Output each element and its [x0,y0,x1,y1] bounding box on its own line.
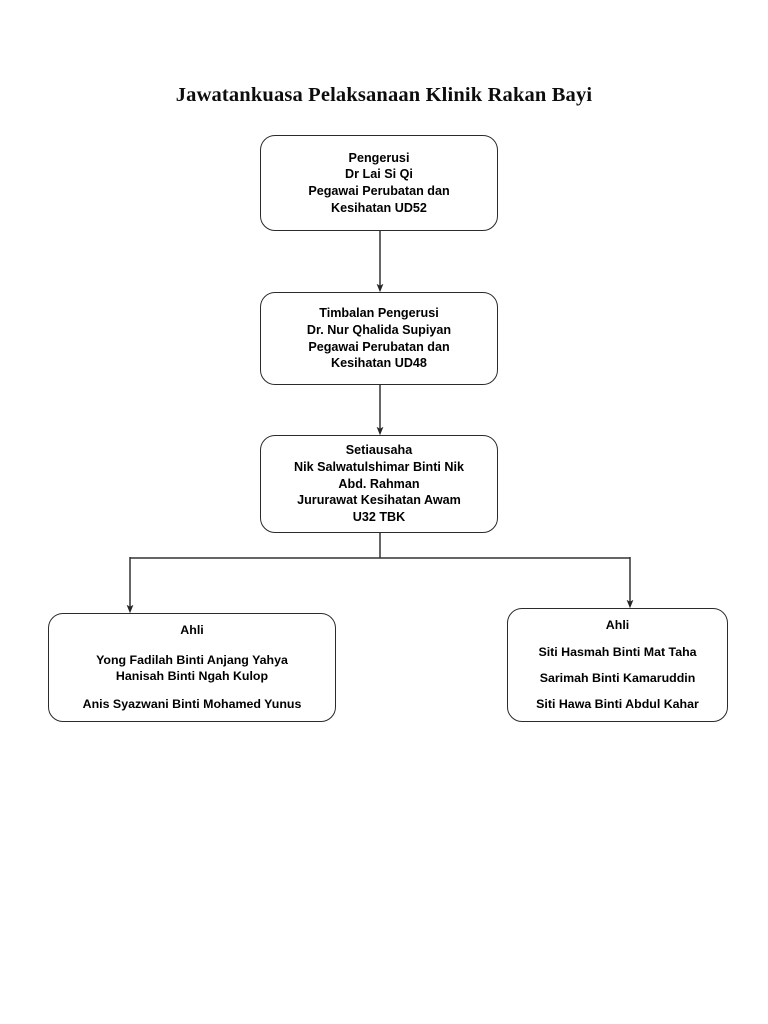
node-secretary-line-5: U32 TBK [352,509,406,524]
node-members-right: Ahli Siti Hasmah Binti Mat Taha Sarimah … [507,608,728,722]
node-secretary: Setiausaha Nik Salwatulshimar Binti Nik … [260,435,498,533]
node-members-left-member-1: Yong Fadilah Binti Anjang Yahya [96,652,288,667]
node-members-left-member-3: Anis Syazwani Binti Mohamed Yunus [82,697,302,712]
node-vice-chairman: Timbalan Pengerusi Dr. Nur Qhalida Supiy… [260,292,498,385]
node-vice-chairman-line-4: Kesihatan UD48 [331,356,427,371]
node-members-left: Ahli Yong Fadilah Binti Anjang Yahya Han… [48,613,336,722]
node-vice-chairman-line-1: Timbalan Pengerusi [319,306,439,321]
node-members-left-member-2: Hanisah Binti Ngah Kulop [115,669,269,683]
page-title: Jawatankuasa Pelaksanaan Klinik Rakan Ba… [175,84,593,106]
node-secretary-line-4: Jururawat Kesihatan Awam [297,493,461,508]
node-secretary-line-1: Setiausaha [345,443,413,458]
node-chairman-line-1: Pengerusi [348,150,410,165]
node-vice-chairman-line-2: Dr. Nur Qhalida Supiyan [306,322,452,337]
node-members-right-member-2: Sarimah Binti Kamaruddin [539,671,696,685]
node-members-right-member-1: Siti Hasmah Binti Mat Taha [538,644,697,659]
node-secretary-line-3: Abd. Rahman [338,476,420,491]
node-members-right-member-3: Siti Hawa Binti Abdul Kahar [536,697,699,712]
node-members-left-heading: Ahli [180,623,204,638]
node-chairman-line-3: Pegawai Perubatan dan [308,184,450,198]
node-vice-chairman-line-3: Pegawai Perubatan dan [308,339,450,354]
node-chairman-line-2: Dr Lai Si Qi [345,167,413,182]
node-secretary-line-2: Nik Salwatulshimar Binti Nik [293,460,465,475]
node-members-right-heading: Ahli [605,618,630,633]
node-chairman: Pengerusi Dr Lai Si Qi Pegawai Perubatan… [260,135,498,231]
node-chairman-line-4: Kesihatan UD52 [331,200,427,215]
